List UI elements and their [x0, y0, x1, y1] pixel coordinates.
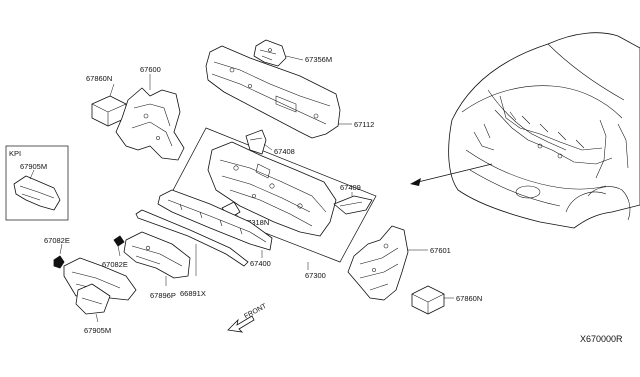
label-67860n-top: 67860N — [86, 74, 112, 83]
part-67300-panel — [207, 141, 337, 237]
front-arrow: FRONT — [227, 303, 269, 333]
label-67356m: 67356M — [305, 55, 332, 64]
part-67082e-b — [113, 235, 125, 247]
label-67300: 67300 — [305, 271, 326, 280]
label-67600: 67600 — [140, 65, 161, 74]
label-67082e-a: 67082E — [44, 236, 70, 245]
label-67896p: 67896P — [150, 291, 176, 300]
label-front: FRONT — [243, 303, 268, 321]
label-67860n-bottom: 67860N — [456, 294, 482, 303]
part-67300-frame — [169, 127, 377, 263]
part-67896p — [123, 231, 191, 279]
part-66891x — [135, 209, 249, 267]
part-67356m — [253, 39, 287, 67]
label-67408: 67408 — [274, 147, 295, 156]
label-67905m-bottom: 67905M — [84, 326, 111, 335]
part-67600 — [115, 87, 185, 161]
label-67082e-b: 67082E — [102, 260, 128, 269]
part-67601 — [347, 225, 409, 301]
part-67400 — [157, 189, 273, 251]
pointer-arrow — [410, 163, 493, 186]
part-67860n-bottom — [411, 285, 445, 315]
label-67601: 67601 — [430, 246, 451, 255]
label-kpi: KPI — [9, 149, 21, 158]
label-67318n: 67318N — [243, 218, 269, 227]
part-67112 — [205, 45, 341, 139]
part-67905m-bottom — [63, 257, 137, 315]
diagram-code: X670000R — [580, 334, 623, 344]
part-67082e-a — [53, 255, 65, 269]
label-67409: 67409 — [340, 183, 361, 192]
label-67400: 67400 — [250, 259, 271, 268]
label-67112: 67112 — [354, 120, 374, 129]
part-67409 — [333, 195, 373, 215]
label-66891x: 66891X — [180, 289, 206, 298]
kpi-inset: KPI 67905M — [5, 145, 69, 221]
car-front-illustration — [448, 32, 640, 229]
part-67408 — [245, 129, 267, 155]
label-67905m-kpi: 67905M — [20, 162, 47, 171]
